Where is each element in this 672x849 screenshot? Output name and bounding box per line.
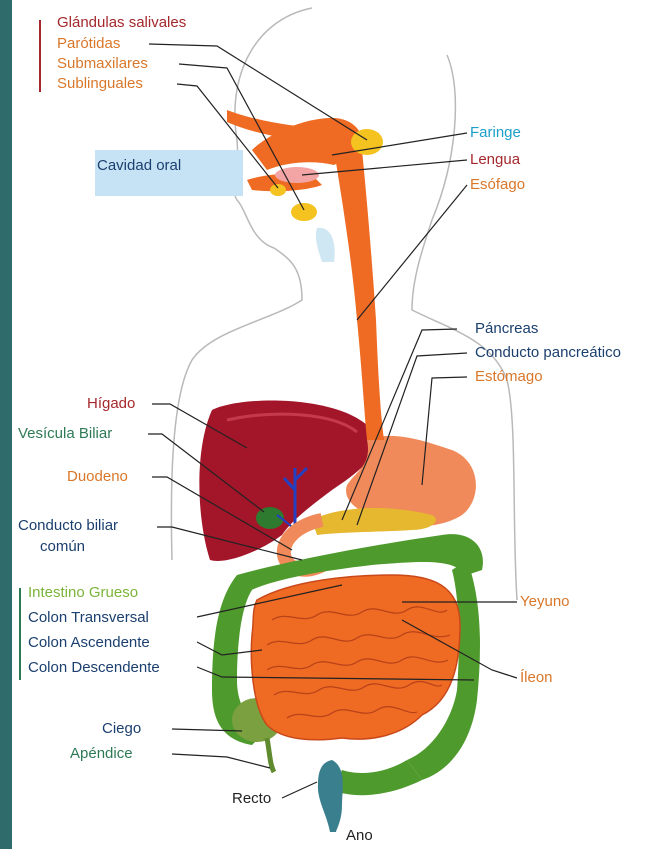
label-apendice: Apéndice [70,745,133,763]
label-faringe: Faringe [470,124,521,142]
label-sublinguales: Sublinguales [57,75,143,93]
label-duodeno: Duodeno [67,468,128,486]
label-higado: Hígado [87,395,135,413]
label-lengua: Lengua [470,151,520,169]
label-colon-descendente: Colon Descendente [28,659,160,677]
label-esofago: Esófago [470,176,525,194]
label-glandulas-salivales: Glándulas salivales [57,14,186,32]
label-cavidad-oral: Cavidad oral [97,157,181,175]
label-intestino-grueso: Intestino Grueso [28,584,138,602]
label-recto: Recto [232,790,271,808]
label-parotidas: Parótidas [57,35,120,53]
label-pancreas: Páncreas [475,320,538,338]
label-conducto-pancreatico: Conducto pancreático [475,344,621,362]
diagram-panel: Glándulas salivales Parótidas Submaxilar… [12,0,672,849]
label-ano: Ano [346,827,373,845]
label-colon-transversal: Colon Transversal [28,609,149,627]
label-vesicula-biliar: Vesícula Biliar [18,425,112,443]
small-intestine [251,575,460,740]
esophagus-shape [334,150,384,440]
pancreas-shape [312,508,436,535]
label-ileon: Íleon [520,669,553,687]
submaxillary-gland [291,203,317,221]
label-estomago: Estómago [475,368,543,386]
label-yeyuno: Yeyuno [520,593,570,611]
rectum-shape [318,760,343,832]
label-ciego: Ciego [102,720,141,738]
label-conducto-biliar: Conducto biliar [18,517,118,535]
label-submaxilares: Submaxilares [57,55,148,73]
sublingual-gland [270,184,286,196]
label-colon-ascendente: Colon Ascendente [28,634,150,652]
label-comun: común [40,538,85,556]
